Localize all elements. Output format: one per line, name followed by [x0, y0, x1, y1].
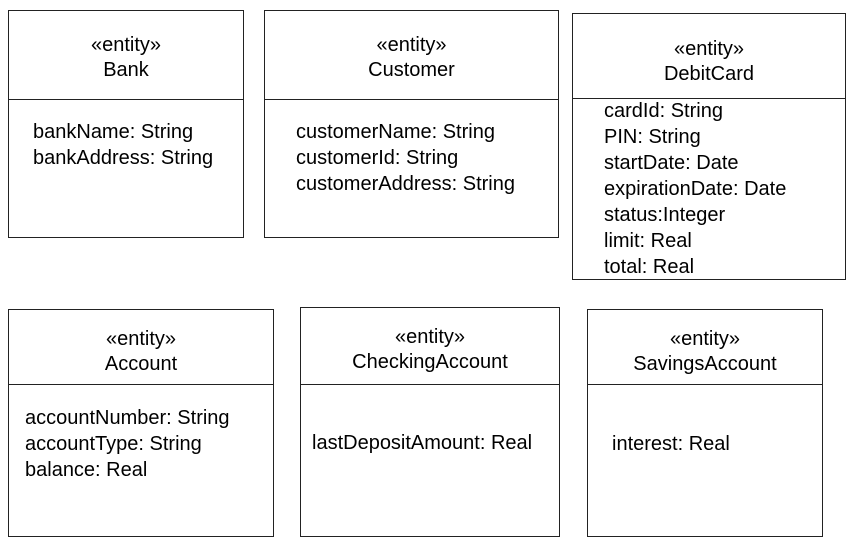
attribute-list: cardId: String PIN: String startDate: Da…: [573, 98, 845, 280]
attribute: customerId: String: [296, 147, 459, 169]
attribute: status:Integer: [604, 204, 726, 226]
class-header: «entity» Customer: [265, 11, 558, 100]
attribute-list: accountNumber: String accountType: Strin…: [9, 405, 273, 483]
stereotype-label: «entity»: [673, 38, 745, 60]
class-name: Bank: [103, 59, 149, 81]
attribute: limit: Real: [604, 230, 692, 252]
attribute: startDate: Date: [604, 152, 739, 174]
attribute: accountType: String: [25, 433, 202, 455]
stereotype-label: «entity»: [394, 326, 466, 348]
class-name: DebitCard: [663, 63, 755, 85]
attribute: customerAddress: String: [296, 173, 515, 195]
class-savingsaccount: «entity» SavingsAccount interest: Real: [587, 309, 823, 537]
class-name: SavingsAccount: [633, 353, 777, 375]
class-name: CheckingAccount: [352, 351, 508, 373]
attribute: cardId: String: [604, 100, 723, 122]
attribute: PIN: String: [604, 126, 701, 148]
attribute-list: lastDepositAmount: Real: [301, 430, 559, 456]
stereotype-label: «entity»: [376, 34, 447, 56]
attribute: interest: Real: [612, 433, 730, 455]
class-header: «entity» SavingsAccount: [588, 310, 822, 385]
class-debitcard: «entity» DebitCard cardId: String PIN: S…: [572, 13, 846, 280]
attribute: balance: Real: [25, 459, 148, 481]
attribute-list: bankName: String bankAddress: String: [9, 119, 243, 171]
attribute: bankAddress: String: [33, 147, 214, 169]
stereotype-label: «entity»: [90, 34, 162, 56]
attribute-list: customerName: String customerId: String …: [265, 119, 558, 197]
attribute: accountNumber: String: [25, 407, 230, 429]
attribute: customerName: String: [296, 121, 495, 143]
class-header: «entity» Account: [9, 310, 273, 385]
class-customer: «entity» Customer customerName: String c…: [264, 10, 559, 238]
class-header: «entity» DebitCard: [573, 14, 845, 99]
attribute: expirationDate: Date: [604, 178, 787, 200]
class-bank: «entity» Bank bankName: String bankAddre…: [8, 10, 244, 238]
class-checkingaccount: «entity» CheckingAccount lastDepositAmou…: [300, 307, 560, 537]
stereotype-label: «entity»: [669, 328, 741, 350]
attribute: lastDepositAmount: Real: [312, 432, 533, 454]
class-name: Account: [104, 353, 178, 375]
class-header: «entity» Bank: [9, 11, 243, 100]
stereotype-label: «entity»: [105, 328, 177, 350]
class-name: Customer: [368, 59, 455, 81]
attribute: total: Real: [604, 256, 695, 278]
attribute: bankName: String: [33, 121, 194, 143]
class-header: «entity» CheckingAccount: [301, 308, 559, 385]
class-account: «entity» Account accountNumber: String a…: [8, 309, 274, 537]
attribute-list: interest: Real: [588, 431, 822, 457]
